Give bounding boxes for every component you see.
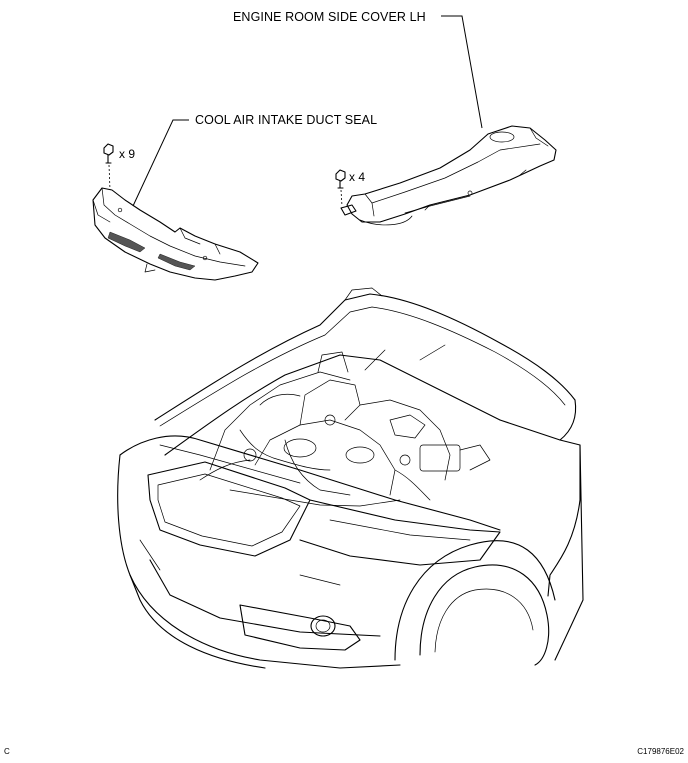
cool-air-intake-duct-seal-label: COOL AIR INTAKE DUCT SEAL	[195, 113, 377, 127]
seal-clip-icon	[103, 143, 114, 164]
corner-mark-left: C	[4, 747, 10, 756]
seal-clip-quantity: x 9	[119, 147, 135, 161]
seal-clip-guide-line	[108, 164, 111, 191]
engine-room-side-cover-part	[340, 125, 557, 226]
duct-seal-leader-line	[132, 119, 189, 207]
vehicle-front-illustration	[117, 287, 584, 669]
figure-code: C179876E02	[637, 747, 684, 756]
cover-clip-guide-line	[340, 189, 343, 207]
engine-cover-leader-line	[441, 15, 483, 129]
cover-clip-icon	[335, 169, 346, 189]
engine-room-side-cover-label: ENGINE ROOM SIDE COVER LH	[233, 10, 426, 24]
cover-clip-quantity: x 4	[349, 170, 365, 184]
cool-air-intake-duct-seal-part	[92, 187, 259, 281]
